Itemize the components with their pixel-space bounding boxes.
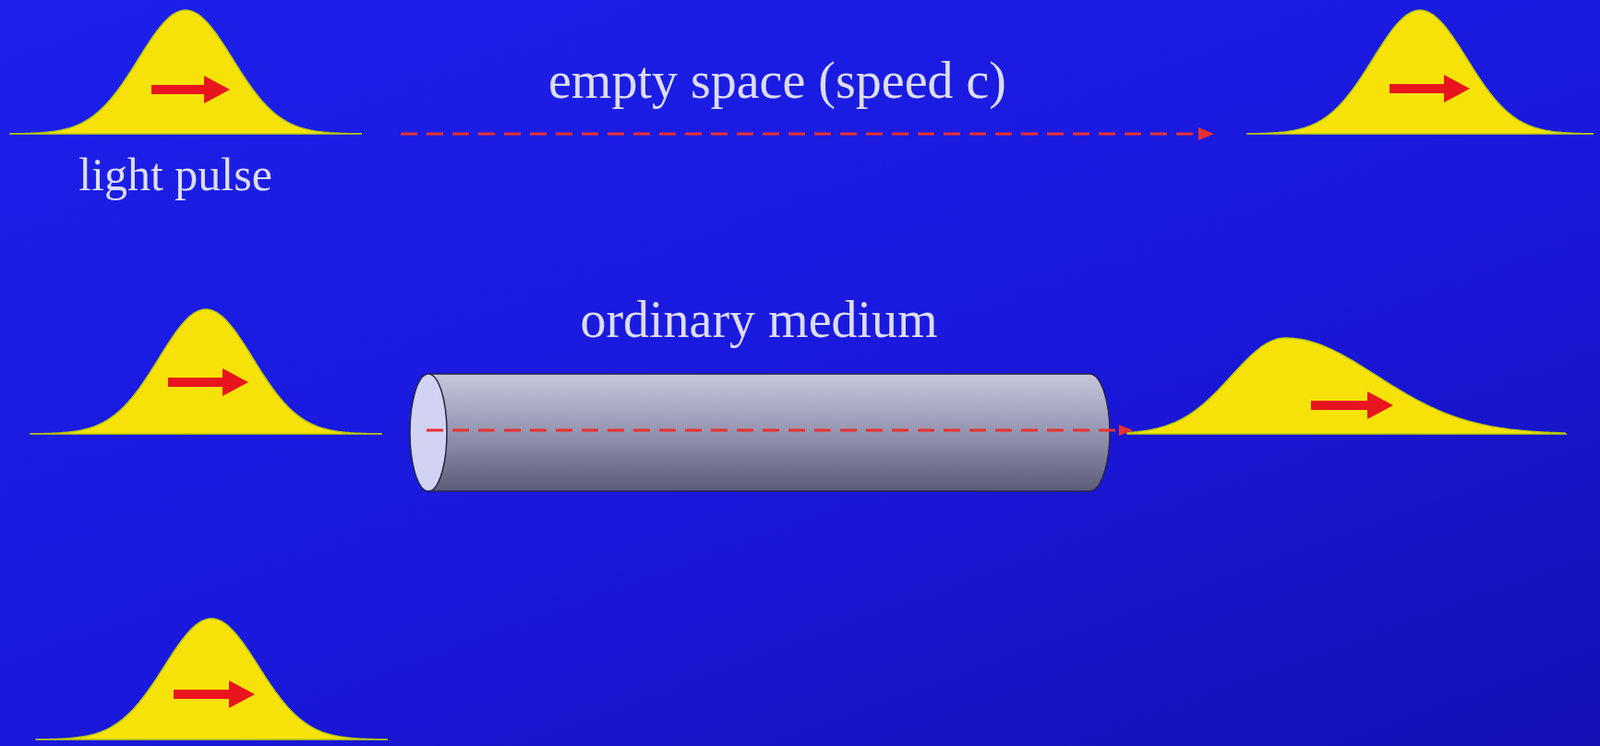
dashed-path	[400, 132, 1201, 136]
arrow-shaft	[1389, 84, 1450, 94]
cylinder-end	[409, 373, 447, 492]
arrow-head	[1367, 391, 1394, 420]
light-pulse	[30, 309, 383, 434]
direction-arrow	[173, 680, 255, 709]
direction-arrow	[1389, 74, 1470, 103]
light-pulse	[36, 618, 388, 740]
arrow-head	[222, 368, 249, 397]
pulse-label: light pulse	[78, 151, 273, 198]
arrow-head	[228, 680, 255, 709]
light-pulse	[1247, 10, 1594, 134]
cylinder-outline	[408, 372, 1110, 493]
arrow-shaft	[168, 377, 229, 387]
direction-arrow	[1311, 391, 1394, 420]
dashed-path	[426, 429, 1121, 433]
arrow-shaft	[173, 689, 235, 699]
arrow-shaft	[1311, 400, 1373, 410]
direction-arrow	[151, 75, 230, 104]
light-pulse	[10, 10, 362, 134]
light-pulse	[1127, 337, 1566, 434]
direction-arrow	[168, 368, 249, 397]
path-label: empty space (speed c)	[548, 54, 1007, 107]
cylinder-body	[428, 373, 1110, 492]
medium-label: ordinary medium	[408, 293, 1110, 346]
arrow-head	[1443, 74, 1470, 103]
dashed-path-head	[1118, 424, 1133, 436]
dashed-path-head	[1198, 127, 1215, 141]
arrow-shaft	[151, 84, 210, 95]
arrow-head	[204, 75, 230, 104]
medium-cylinder: ordinary medium	[408, 293, 1110, 493]
